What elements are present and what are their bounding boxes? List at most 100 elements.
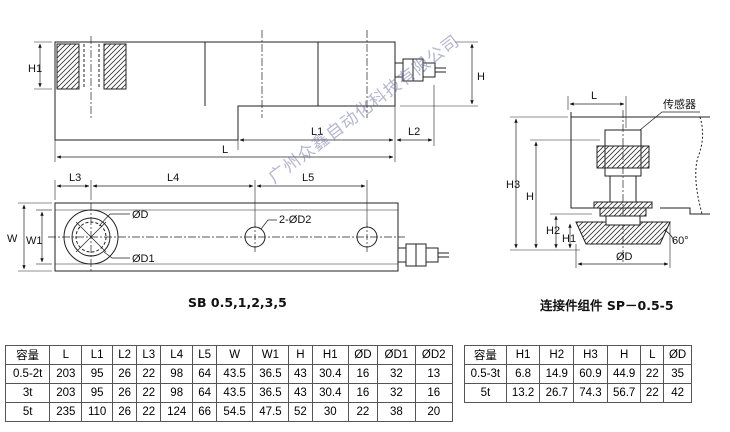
table-header-cell: W bbox=[216, 345, 254, 365]
table-header-cell: 容量 bbox=[464, 345, 507, 365]
dim-od-label: ØD bbox=[132, 209, 149, 221]
conn-dim-od-label: ØD bbox=[616, 251, 633, 263]
table-header-cell: H1 bbox=[311, 345, 349, 365]
table-cell: 36.5 bbox=[252, 364, 289, 384]
dim-l4-label: L4 bbox=[167, 172, 179, 184]
table-cell: 22 bbox=[136, 383, 162, 403]
table-cell: 22 bbox=[640, 383, 665, 403]
dim-l-label: L bbox=[222, 144, 228, 156]
table-cell: 43.5 bbox=[216, 364, 254, 384]
table-cell: 42 bbox=[663, 383, 692, 403]
table-cell: 30.4 bbox=[311, 364, 349, 384]
table-cell: 13.2 bbox=[505, 383, 541, 403]
dim-l3-label: L3 bbox=[69, 172, 81, 184]
table-cell: 52 bbox=[287, 402, 313, 422]
table-cell: 235 bbox=[49, 402, 83, 422]
left-caption: SB 0.5,1,2,3,5 bbox=[188, 295, 287, 310]
table-header-cell: L bbox=[49, 345, 83, 365]
dim-w1-label: W1 bbox=[26, 235, 43, 247]
conn-dim-l-label: L bbox=[591, 90, 597, 102]
conn-dim-h3-label: H3 bbox=[506, 179, 520, 191]
connector-assembly-view bbox=[510, 96, 710, 268]
table-cell: 5t bbox=[4, 402, 51, 422]
table-cell: 20 bbox=[414, 402, 454, 422]
table-cell: 36.5 bbox=[252, 383, 289, 403]
dim-l1-label: L1 bbox=[311, 126, 323, 138]
table-header-cell: ØD bbox=[663, 345, 692, 365]
table-header-cell: L3 bbox=[136, 345, 162, 365]
table-cell: 64 bbox=[192, 383, 218, 403]
table-cell: 0.5-2t bbox=[4, 364, 51, 384]
table-header-cell: L4 bbox=[160, 345, 194, 365]
table-header-cell: L bbox=[640, 345, 665, 365]
table-cell: 30 bbox=[311, 402, 349, 422]
right-caption: 连接件组件 SP－0.5-5 bbox=[540, 298, 674, 313]
conn-dim-h1-label: H1 bbox=[562, 233, 576, 245]
table-header-cell: H bbox=[287, 345, 313, 365]
table-cell: 26 bbox=[112, 402, 138, 422]
table-cell: 13 bbox=[414, 364, 454, 384]
table-header-cell: L5 bbox=[192, 345, 218, 365]
table-cell: 54.5 bbox=[216, 402, 254, 422]
conn-dim-h2-label: H2 bbox=[546, 225, 560, 237]
conn-dim-h-label: H bbox=[526, 191, 534, 203]
table-cell: 66 bbox=[192, 402, 218, 422]
table-cell: 26 bbox=[112, 383, 138, 403]
table-cell: 16 bbox=[414, 383, 454, 403]
dim-h1-label: H1 bbox=[28, 63, 42, 75]
table-header-cell: H2 bbox=[539, 345, 575, 365]
table-cell: 38 bbox=[377, 402, 416, 422]
table-cell: 43.5 bbox=[216, 383, 254, 403]
table-header-cell: ØD bbox=[347, 345, 379, 365]
sensor-label: 传感器 bbox=[663, 98, 696, 111]
table-cell: 98 bbox=[160, 383, 194, 403]
table-cell: 43 bbox=[287, 364, 313, 384]
table-cell: 35 bbox=[663, 364, 692, 384]
table-cell: 32 bbox=[377, 383, 416, 403]
table-header-cell: ØD2 bbox=[414, 345, 454, 365]
table-cell: 26 bbox=[112, 364, 138, 384]
dim-l5-label: L5 bbox=[302, 172, 314, 184]
table-header-cell: 容量 bbox=[4, 345, 51, 365]
table-cell: 98 bbox=[160, 364, 194, 384]
table-cell: 3t bbox=[4, 383, 51, 403]
table-cell: 22 bbox=[136, 364, 162, 384]
table-cell: 30.4 bbox=[311, 383, 349, 403]
dim-od1-label: ØD1 bbox=[132, 253, 155, 265]
table-cell: 26.7 bbox=[539, 383, 575, 403]
table-cell: 32 bbox=[377, 364, 416, 384]
table-cell: 0.5-3t bbox=[464, 364, 507, 384]
table-cell: 5t bbox=[464, 383, 507, 403]
table-header-cell: H1 bbox=[505, 345, 541, 365]
table-cell: 203 bbox=[49, 383, 83, 403]
dim-od2-label: 2-ØD2 bbox=[279, 214, 311, 226]
conn-angle-label: 60° bbox=[672, 235, 689, 247]
table-cell: 110 bbox=[81, 402, 114, 422]
top-view bbox=[18, 180, 449, 272]
table-cell: 74.3 bbox=[573, 383, 608, 403]
table-cell: 60.9 bbox=[573, 364, 608, 384]
side-view bbox=[34, 30, 478, 162]
table-cell: 44.9 bbox=[606, 364, 642, 384]
table-header-cell: H3 bbox=[573, 345, 608, 365]
dim-l2-label: L2 bbox=[408, 126, 420, 138]
table-cell: 16 bbox=[347, 383, 379, 403]
table-cell: 47.5 bbox=[252, 402, 289, 422]
dim-h-label: H bbox=[477, 71, 485, 83]
table-cell: 203 bbox=[49, 364, 83, 384]
technical-drawing: H1 H L1 L2 L bbox=[7, 30, 710, 272]
table-cell: 124 bbox=[160, 402, 194, 422]
table-cell: 22 bbox=[347, 402, 379, 422]
table-cell: 22 bbox=[136, 402, 162, 422]
table-cell: 64 bbox=[192, 364, 218, 384]
table-cell: 43 bbox=[287, 383, 313, 403]
table-header-cell: H bbox=[606, 345, 642, 365]
table-cell: 6.8 bbox=[505, 364, 541, 384]
